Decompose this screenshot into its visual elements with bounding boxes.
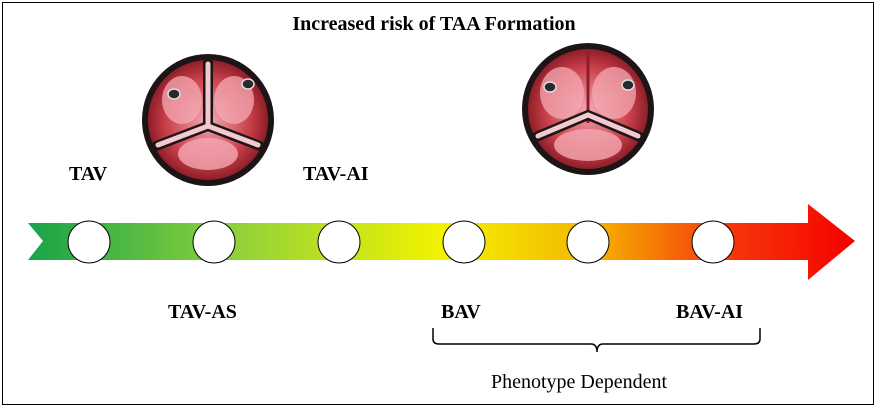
label-tav-as: TAV-AS: [168, 301, 237, 323]
milestone-circle-2: [192, 220, 236, 264]
risk-arrow: [28, 204, 855, 280]
milestone-circle-1: [67, 220, 111, 264]
tricuspid-valve-illustration: [142, 54, 274, 186]
diagram-title: Increased risk of TAA Formation: [292, 13, 576, 35]
label-bav: BAV: [441, 301, 481, 323]
milestone-circle-4: [442, 220, 486, 264]
milestone-circle-6: [691, 220, 735, 264]
label-tav-ai: TAV-AI: [303, 163, 369, 185]
label-phenotype-dependent: Phenotype Dependent: [491, 371, 668, 393]
milestone-circle-3: [317, 220, 361, 264]
milestone-circle-5: [566, 220, 610, 264]
label-bav-ai: BAV-AI: [676, 301, 744, 323]
diagram-frame: Increased risk of TAA Formation: [2, 2, 874, 405]
phenotype-brace: [432, 328, 761, 353]
diagram-graphics: [28, 43, 855, 353]
label-tav: TAV: [69, 163, 108, 185]
bicuspid-valve-illustration: [522, 43, 654, 175]
